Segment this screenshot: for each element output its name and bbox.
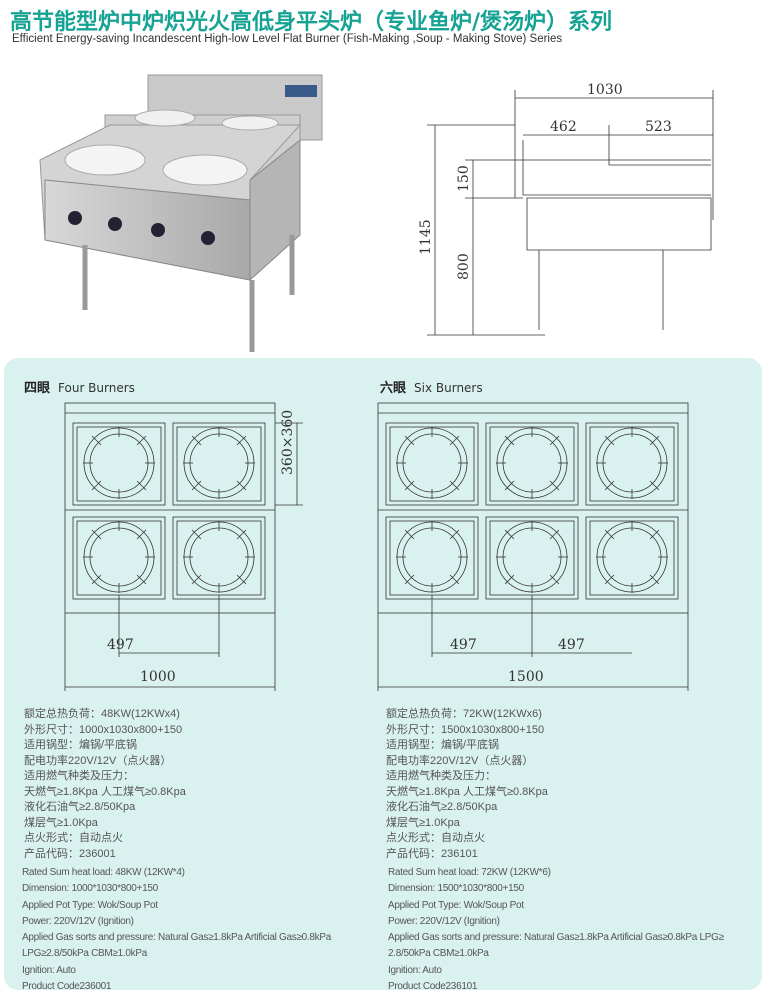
spec-line: LPG≥2.8/50kPa CBM≥1.0kPa bbox=[22, 948, 147, 960]
page-subtitle: Efficient Energy-saving Incandescent Hig… bbox=[12, 33, 563, 45]
spec-line: 外形尺寸：1000x1030x800+150 bbox=[24, 723, 183, 736]
page-title: 高节能型炉中炉炽光火高低身平头炉（专业鱼炉/煲汤炉）系列 bbox=[10, 10, 613, 35]
burner bbox=[485, 516, 579, 600]
spec-line: Ignition: Auto bbox=[22, 964, 76, 976]
dim-width: 1000 bbox=[140, 669, 176, 685]
four-burner-plan: 497 1000 360×360 bbox=[64, 402, 303, 691]
side-view-drawing: 1030 462 523 1145 150 800 bbox=[418, 82, 714, 336]
six-burner-plan: 497 497 1500 bbox=[377, 402, 689, 691]
spec-line: 额定总热负荷：72KW(12KWx6) bbox=[386, 708, 542, 720]
spec-line: 产品代码：236101 bbox=[386, 847, 478, 860]
spec-line: Applied Gas sorts and pressure: Natural … bbox=[22, 932, 331, 944]
spec-line: Dimension: 1000*1030*800+150 bbox=[22, 883, 158, 895]
product-photo bbox=[39, 74, 323, 352]
burner bbox=[72, 422, 166, 506]
spec-line: Ignition: Auto bbox=[388, 964, 442, 976]
six-specs-en: Rated Sum heat load: 72KW (12KW*6) Dimens… bbox=[388, 865, 724, 995]
spec-line: Dimension: 1500*1030*800+150 bbox=[388, 883, 524, 895]
dimension-lines bbox=[64, 422, 303, 691]
burner bbox=[385, 422, 479, 506]
burner bbox=[72, 516, 166, 600]
spec-line: Applied Pot Type: Wok/Soup Pot bbox=[22, 899, 158, 911]
dimension-lines bbox=[377, 595, 689, 691]
spec-line: 额定总热负荷：48KW(12KWx4) bbox=[24, 708, 180, 720]
spec-panel bbox=[4, 358, 762, 990]
dim-burner-spacing: 497 bbox=[107, 637, 134, 653]
spec-line: Power: 220V/12V (Ignition) bbox=[388, 915, 500, 927]
dim-width: 1500 bbox=[508, 669, 544, 685]
spec-line: 适用锅型：煸锅/平底锅 bbox=[386, 739, 500, 751]
dim-total-width: 1030 bbox=[587, 82, 623, 98]
four-specs-en: Rated Sum heat load: 48KW (12KW*4) Dimens… bbox=[22, 865, 331, 995]
spec-line: Applied Gas sorts and pressure: Natural … bbox=[388, 932, 724, 944]
dim-burner-spacing-1: 497 bbox=[450, 637, 477, 653]
spec-line: 配电功率220V/12V（点火器） bbox=[386, 754, 534, 767]
dim-burner-spacing-2: 497 bbox=[558, 637, 585, 653]
burner bbox=[585, 516, 679, 600]
burner bbox=[385, 516, 479, 600]
burner bbox=[585, 422, 679, 506]
spec-line: 液化石油气≥2.8/50Kpa bbox=[386, 801, 498, 813]
dim-front-depth: 462 bbox=[550, 119, 577, 135]
spec-line: Product Code236101 bbox=[388, 981, 478, 993]
spec-line: Power: 220V/12V (Ignition) bbox=[22, 915, 134, 927]
spec-line: 煤层气≥1.0Kpa bbox=[24, 816, 98, 829]
spec-line: Applied Pot Type: Wok/Soup Pot bbox=[388, 899, 524, 911]
spec-line: 配电功率220V/12V（点火器） bbox=[24, 754, 172, 767]
spec-line: Product Code236001 bbox=[22, 981, 112, 993]
spec-line: 点火形式：自动点火 bbox=[24, 832, 123, 844]
spec-line: 适用燃气种类及压力： bbox=[24, 770, 134, 782]
dim-work-height: 800 bbox=[456, 253, 472, 280]
spec-line: Rated Sum heat load: 72KW (12KW*6) bbox=[388, 867, 551, 878]
spec-line: 产品代码：236001 bbox=[24, 847, 116, 860]
spec-line: 煤层气≥1.0Kpa bbox=[386, 816, 460, 829]
spec-line: 液化石油气≥2.8/50Kpa bbox=[24, 801, 136, 813]
six-specs-cn: 额定总热负荷：72KW(12KWx6) 外形尺寸：1500x1030x800+15… bbox=[386, 707, 548, 862]
spec-line: Rated Sum heat load: 48KW (12KW*4) bbox=[22, 867, 185, 878]
cooktop-outline bbox=[64, 402, 276, 614]
spec-line: 2.8/50kPa CBM≥1.0kPa bbox=[388, 948, 489, 960]
burner bbox=[485, 422, 579, 506]
burner bbox=[172, 422, 266, 506]
four-specs-cn: 额定总热负荷：48KW(12KWx4) 外形尺寸：1000x1030x800+15… bbox=[24, 707, 186, 862]
spec-line: 适用锅型：煸锅/平底锅 bbox=[24, 739, 138, 751]
spec-line: 天燃气≥1.8Kpa 人工煤气≥0.8Kpa bbox=[24, 785, 186, 798]
dim-raised-height: 150 bbox=[456, 165, 472, 192]
burner bbox=[172, 516, 266, 600]
dim-cell: 360×360 bbox=[280, 410, 296, 475]
dim-back-depth: 523 bbox=[645, 119, 672, 135]
spec-line: 外形尺寸：1500x1030x800+150 bbox=[386, 723, 545, 736]
spec-line: 适用燃气种类及压力： bbox=[386, 770, 496, 782]
cooktop-outline bbox=[377, 402, 689, 614]
spec-line: 点火形式：自动点火 bbox=[386, 832, 485, 844]
dim-total-height: 1145 bbox=[418, 219, 434, 255]
spec-line: 天燃气≥1.8Kpa 人工煤气≥0.8Kpa bbox=[386, 785, 548, 798]
